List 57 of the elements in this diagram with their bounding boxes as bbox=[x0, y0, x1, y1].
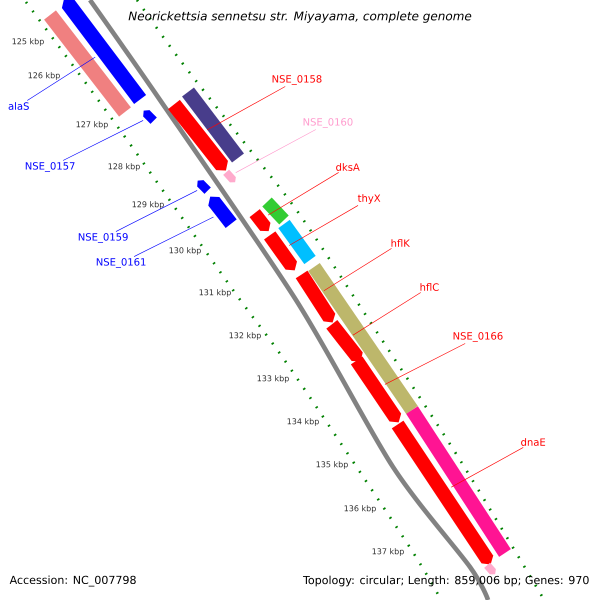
leader-line bbox=[352, 292, 422, 336]
gene-label: NSE_0158 bbox=[272, 75, 322, 85]
gene-bar bbox=[484, 562, 496, 574]
leader-line bbox=[450, 447, 524, 488]
gene-label: thyX bbox=[358, 194, 380, 204]
gene-bar bbox=[262, 198, 289, 224]
gene-label: NSE_0159 bbox=[78, 233, 128, 243]
gene-bar bbox=[143, 110, 157, 124]
gene-bar bbox=[308, 263, 418, 414]
gene-label: hflK bbox=[392, 239, 410, 247]
gene-bar bbox=[182, 87, 244, 163]
tick-label: 129 kbp bbox=[132, 201, 164, 209]
leader-line bbox=[134, 216, 214, 257]
leader-line bbox=[26, 56, 96, 101]
gene-bar bbox=[326, 320, 363, 362]
gene-bar bbox=[406, 406, 511, 557]
gene-bar bbox=[197, 180, 211, 194]
gene-bar bbox=[223, 170, 236, 182]
tick-label: 127 kbp bbox=[76, 121, 108, 129]
gene-label: NSE_0160 bbox=[304, 118, 353, 128]
title: Neorickettsia sennetsu str. Miyayama, complete genome bbox=[128, 11, 472, 23]
leader-line bbox=[268, 172, 339, 216]
leader-line bbox=[324, 248, 392, 292]
leader-line bbox=[235, 129, 316, 173]
gene-label: dnaE bbox=[521, 438, 546, 446]
tick-label: 130 kbp bbox=[170, 247, 201, 255]
gene-label: NSE_0166 bbox=[454, 332, 503, 342]
leader-line bbox=[206, 86, 286, 130]
gene-bar bbox=[350, 356, 402, 422]
gene-bar bbox=[168, 100, 228, 170]
tick-label: 137 kbp bbox=[372, 548, 404, 556]
genome-info-text: Topology: circular; Length: 859,006 bp; Genes: 970 bbox=[302, 576, 589, 586]
tick-label: 135 kbp bbox=[316, 461, 348, 469]
tick-label: 125 kbp bbox=[12, 38, 44, 46]
tick-label: 131 kbp bbox=[200, 289, 231, 297]
tick-label: 133 kbp bbox=[258, 375, 289, 383]
gene-label: NSE_0161 bbox=[96, 258, 146, 268]
gene-bar bbox=[392, 420, 494, 564]
leader-line bbox=[384, 343, 466, 385]
gene-bar bbox=[208, 196, 237, 228]
gene-label: hflC bbox=[420, 283, 439, 291]
accession-text: Accession: NC_007798 bbox=[10, 576, 136, 587]
gene-bar bbox=[296, 270, 336, 322]
gene-label: NSE_0157 bbox=[26, 162, 75, 172]
tick-label: 132 kbp bbox=[230, 332, 261, 340]
gene-bar bbox=[250, 209, 270, 232]
tick-label: 134 kbp bbox=[288, 418, 319, 426]
gene-label: alaS bbox=[8, 102, 29, 110]
gene-bar bbox=[278, 220, 316, 264]
gene-label: dksA bbox=[336, 163, 360, 171]
tick-label: 136 kbp bbox=[344, 505, 376, 513]
leader-line bbox=[62, 120, 144, 161]
leader-line bbox=[116, 190, 198, 232]
leader-line bbox=[288, 205, 358, 246]
tick-label: 126 kbp bbox=[28, 72, 60, 80]
tick-label: 128 kbp bbox=[108, 163, 140, 171]
gene-bar bbox=[264, 231, 297, 270]
